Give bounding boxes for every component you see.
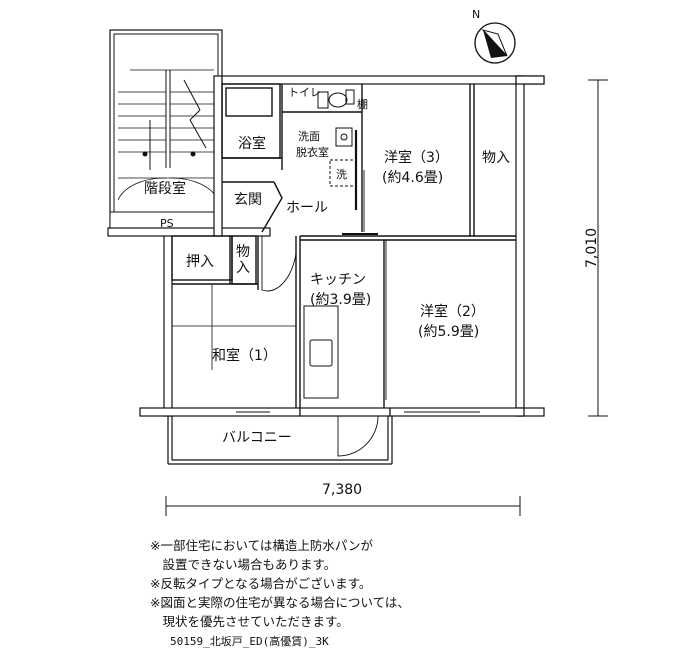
small-closet-label: 物入 <box>236 244 250 276</box>
compass: N <box>472 8 516 64</box>
kitchen-size: (約3.9畳) <box>310 292 371 308</box>
plan-code: 50159_北坂戸_ED(高優賃)_3K <box>170 635 329 648</box>
depth-dimension: 7,010 <box>584 228 600 268</box>
doors <box>236 170 480 457</box>
note-line: 現状を優先させていただきます。 <box>150 614 349 629</box>
shelf-label: 棚 <box>357 97 368 111</box>
hall-label: ホール <box>286 200 328 216</box>
note-line: ※図面と実際の住宅が異なる場合については、 <box>150 595 410 610</box>
note-line: 設置できない場合もあります。 <box>150 557 337 572</box>
north-label: N <box>472 8 480 21</box>
small-closet-char-1: 物 <box>236 244 250 260</box>
floor-plan: N 階段室 PS <box>107 8 608 516</box>
walls <box>107 75 545 417</box>
stair-label: 階段室 <box>144 180 186 197</box>
note-line: ※反転タイプとなる場合がございます。 <box>150 576 372 591</box>
japanese-room-label: 和室（1） <box>212 347 277 364</box>
note-line: ※一部住宅においては構造上防水パンが <box>150 538 373 553</box>
notes: ※一部住宅においては構造上防水パンが 設置できない場合もあります。 ※反転タイプ… <box>150 536 410 631</box>
washer-label: 洗 <box>336 168 347 181</box>
western3-name: 洋室（3） <box>384 149 449 166</box>
ps-label: PS <box>160 217 174 230</box>
storage-label: 物入 <box>482 150 510 166</box>
oshiire-label: 押入 <box>186 254 214 270</box>
small-closet-char-2: 入 <box>236 260 250 276</box>
fixtures <box>172 89 358 399</box>
balcony-label: バルコニー <box>222 430 292 446</box>
stairwell <box>109 29 223 231</box>
washroom-label-1: 洗面 <box>298 130 320 143</box>
toilet-label: トイレ <box>288 86 321 99</box>
western3-size: (約4.6畳) <box>382 170 443 186</box>
western2-name: 洋室（2） <box>420 303 485 320</box>
width-dimension: 7,380 <box>322 482 362 498</box>
balcony <box>167 416 393 465</box>
washroom-label-2: 脱衣室 <box>296 145 329 159</box>
partitions <box>171 83 516 408</box>
bath-label: 浴室 <box>238 135 266 152</box>
western2-size: (約5.9畳) <box>418 324 479 340</box>
entry-label: 玄関 <box>234 191 262 208</box>
kitchen-name: キッチン <box>310 272 366 288</box>
dimension-lines <box>165 79 608 516</box>
